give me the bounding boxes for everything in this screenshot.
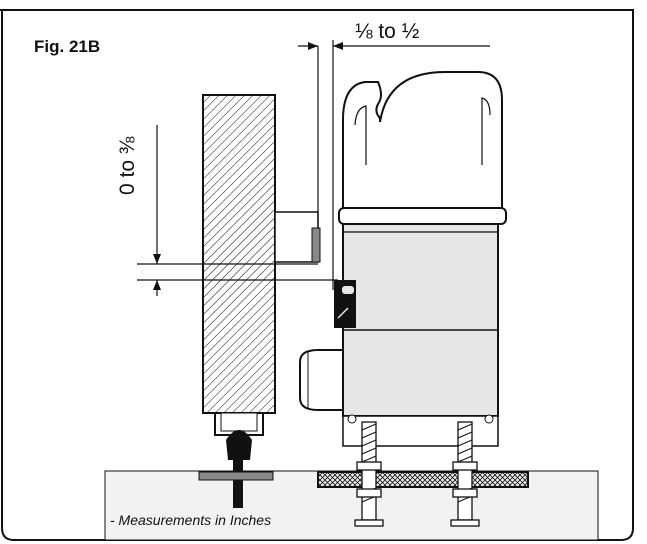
height-dimension-arrows [137,125,338,296]
anchor-bolt-left [354,421,384,527]
mounting-plate [317,471,529,488]
offset-dimension-arrows [298,42,490,50]
measurement-note: - Measurements in Inches [110,512,272,528]
anchor-bolt-right [450,421,480,527]
offset-dimension-label: ⅛ to ½ [355,20,420,43]
gate-bracket [274,40,334,290]
figure-frame [0,9,634,541]
gate-leaf [202,94,276,436]
height-dimension-label: 0 to ⅜ [116,136,139,195]
figure-label: Fig. 21B [34,37,101,56]
bottom-guide [198,430,274,508]
operator-motor [299,71,507,447]
